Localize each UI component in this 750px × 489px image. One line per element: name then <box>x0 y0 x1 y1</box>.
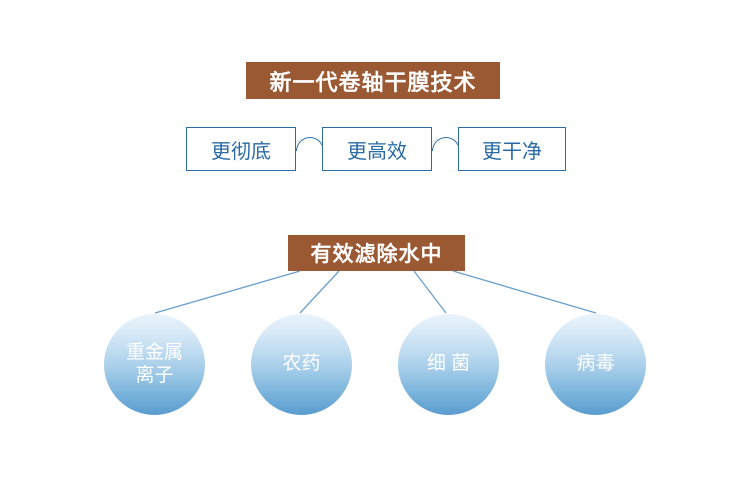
title-banner: 新一代卷轴干膜技术 <box>246 62 500 99</box>
feature-box-3[interactable]: 更干净 <box>458 127 566 171</box>
bubble-pesticides[interactable]: 农药 <box>251 314 352 415</box>
connector-line-4 <box>452 270 597 314</box>
title-banner-text: 新一代卷轴干膜技术 <box>269 69 477 95</box>
connector-line-2 <box>299 270 340 314</box>
bubble-virus-label: 病毒 <box>576 353 615 375</box>
feature-box-1[interactable]: 更彻底 <box>186 127 296 171</box>
bubble-virus[interactable]: 病毒 <box>545 314 646 415</box>
bubble-bacteria[interactable]: 细 菌 <box>398 314 499 415</box>
bubble-line-2: 离子 <box>135 364 174 386</box>
section-banner-text: 有效滤除水中 <box>310 243 443 266</box>
connector-line-3 <box>413 270 447 314</box>
bubble-bacteria-label: 细 菌 <box>426 353 471 375</box>
feature-box-2-label: 更高效 <box>347 140 407 163</box>
feature-box-1-label: 更彻底 <box>211 140 271 163</box>
bubble-pesticides-label: 农药 <box>282 353 321 375</box>
connector-line-1 <box>154 270 301 314</box>
bubble-line-1: 重金属 <box>125 342 183 364</box>
arc-connector-icon-1 <box>296 137 324 151</box>
feature-box-2[interactable]: 更高效 <box>322 127 432 171</box>
feature-box-3-label: 更干净 <box>482 140 542 163</box>
arc-connector-icon-2 <box>432 137 460 151</box>
section-banner: 有效滤除水中 <box>288 235 465 271</box>
bubble-heavy-metal-ions-label: 重金属 离子 <box>120 342 189 387</box>
feature-box-row: 更彻底 更高效 更干净 <box>186 127 566 171</box>
bubble-heavy-metal-ions[interactable]: 重金属 离子 <box>104 314 205 415</box>
